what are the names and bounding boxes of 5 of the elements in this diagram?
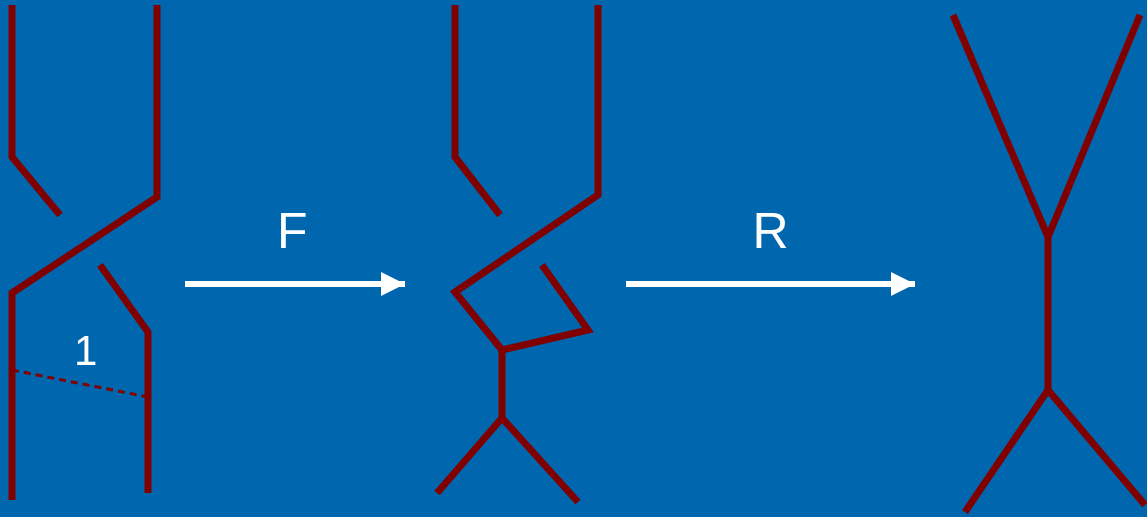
arrow [185,272,405,296]
arrow [626,272,915,296]
edge-label: F [277,206,308,256]
callout-number: 1 [74,330,98,372]
edge-label: R [752,206,789,256]
